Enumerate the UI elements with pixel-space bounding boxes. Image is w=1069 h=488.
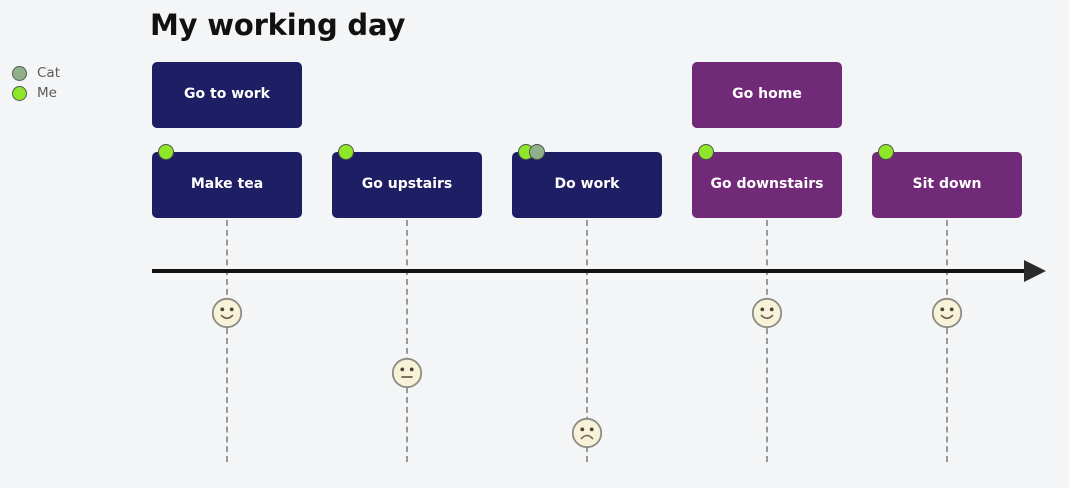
mood-face-neutral-icon[interactable] [391,357,423,389]
step-box[interactable]: Sit down [872,144,1022,218]
mood-face-happy-icon[interactable] [211,297,243,329]
step-box[interactable]: Go upstairs [332,144,482,218]
phase-box[interactable]: Go to work [152,62,302,128]
actor-marker-group [698,144,714,160]
mood-face-sad-icon[interactable] [571,417,603,449]
phase-label: Go to work [184,86,270,103]
legend-item-label: Me [37,85,57,101]
legend-item-me[interactable]: Me [12,83,60,103]
phase-box[interactable]: Go home [692,62,842,128]
dropline [586,220,588,462]
step-box[interactable]: Make tea [152,144,302,218]
legend-swatch-cat-icon [12,65,27,81]
actor-marker-group [158,144,174,160]
phase-label: Go home [732,86,802,103]
actor-marker-me-icon[interactable] [698,144,714,160]
legend-item-label: Cat [37,65,60,81]
dropline [766,220,768,462]
step-label: Do work [554,176,620,193]
step-label: Go downstairs [710,176,824,193]
actor-marker-group [518,144,545,160]
step-box[interactable]: Do work [512,144,662,218]
actor-marker-me-icon[interactable] [878,144,894,160]
timeline-arrow-icon [1024,260,1046,282]
actor-marker-me-icon[interactable] [338,144,354,160]
actor-marker-cat-icon[interactable] [529,144,545,160]
step-label: Make tea [190,176,264,193]
legend-swatch-me-icon [12,85,27,101]
step-box[interactable]: Go downstairs [692,144,842,218]
mood-face-happy-icon[interactable] [751,297,783,329]
dropline [946,220,948,462]
dropline [226,220,228,462]
dropline [406,220,408,462]
actor-marker-group [878,144,894,160]
mood-face-happy-icon[interactable] [931,297,963,329]
legend-item-cat[interactable]: Cat [12,63,60,83]
actor-marker-group [338,144,354,160]
step-label: Sit down [912,176,982,193]
step-label: Go upstairs [361,176,453,193]
page-title: My working day [150,8,406,42]
actor-marker-me-icon[interactable] [158,144,174,160]
timeline-axis [152,269,1024,273]
